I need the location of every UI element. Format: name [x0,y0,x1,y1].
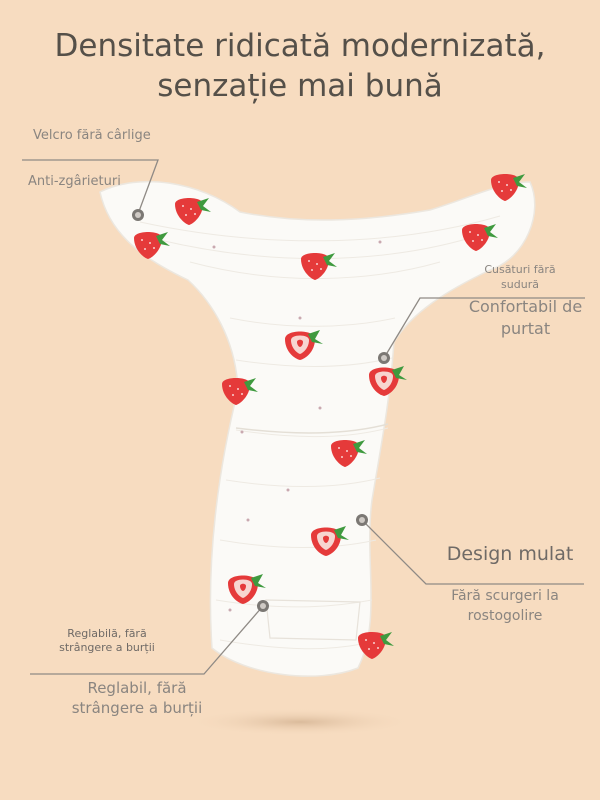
callout-line-design [361,519,584,585]
callout-line-seams [383,297,585,359]
floor-shadow [185,708,415,736]
label-adjustable-small: Reglabilă, fără strângere a burții [59,627,155,654]
callout-line-velcro [22,159,159,215]
title-line-2: senzație mai bună [157,68,443,104]
label-anti-scratch: Anti-zgârieturi [28,174,121,189]
fabric-texture [139,215,501,650]
page-title: Densitate ridicată modernizată, senzație… [0,26,600,106]
callout-line-adjustable [30,605,264,675]
label-adjustable-big: Reglabil, fără strângere a burții [71,679,203,717]
label-seams: Cusături fără sudură [484,263,556,291]
label-velcro: Velcro fără cârlige [33,128,151,143]
callout-dots [132,209,390,612]
label-no-leak: Fără scurgeri la rostogolire [451,588,559,624]
title-line-1: Densitate ridicată modernizată, [54,28,546,64]
label-comfortable: Confortabil de purtat [468,297,583,338]
label-design: Design mulat [446,543,574,565]
